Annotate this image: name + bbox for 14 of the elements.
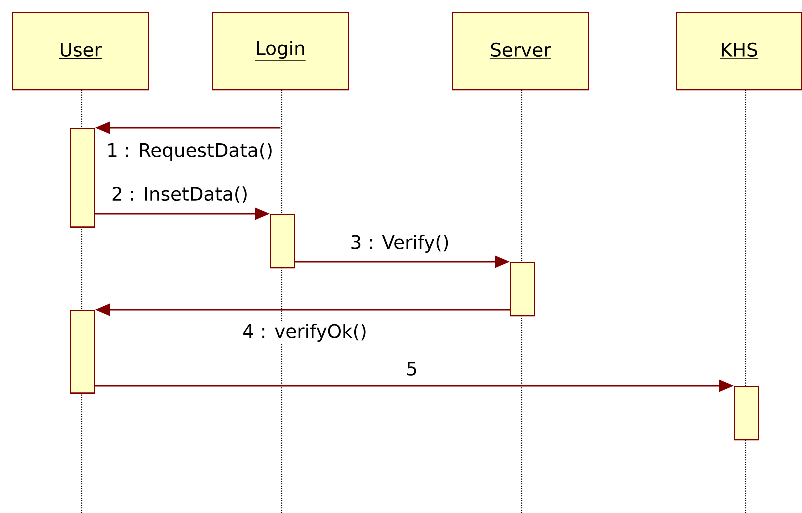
activation-bar <box>734 386 760 441</box>
message-label: 3 : Verify() <box>348 234 452 254</box>
message-label: 2 : InsetData() <box>110 185 250 205</box>
lifeline-head: KHS <box>676 12 802 91</box>
activation-bar <box>510 262 536 317</box>
lifeline-head: Server <box>452 12 590 91</box>
activation-bar <box>270 214 296 269</box>
activation-bar <box>70 310 96 394</box>
lifeline-head: Login <box>212 12 350 91</box>
message-label: 5 <box>404 360 420 378</box>
message-label: 1 : RequestData() <box>105 142 275 162</box>
message-label: 4 : verifyOk() <box>241 322 369 344</box>
lifeline-head: User <box>12 12 150 91</box>
activation-bar <box>70 128 96 228</box>
